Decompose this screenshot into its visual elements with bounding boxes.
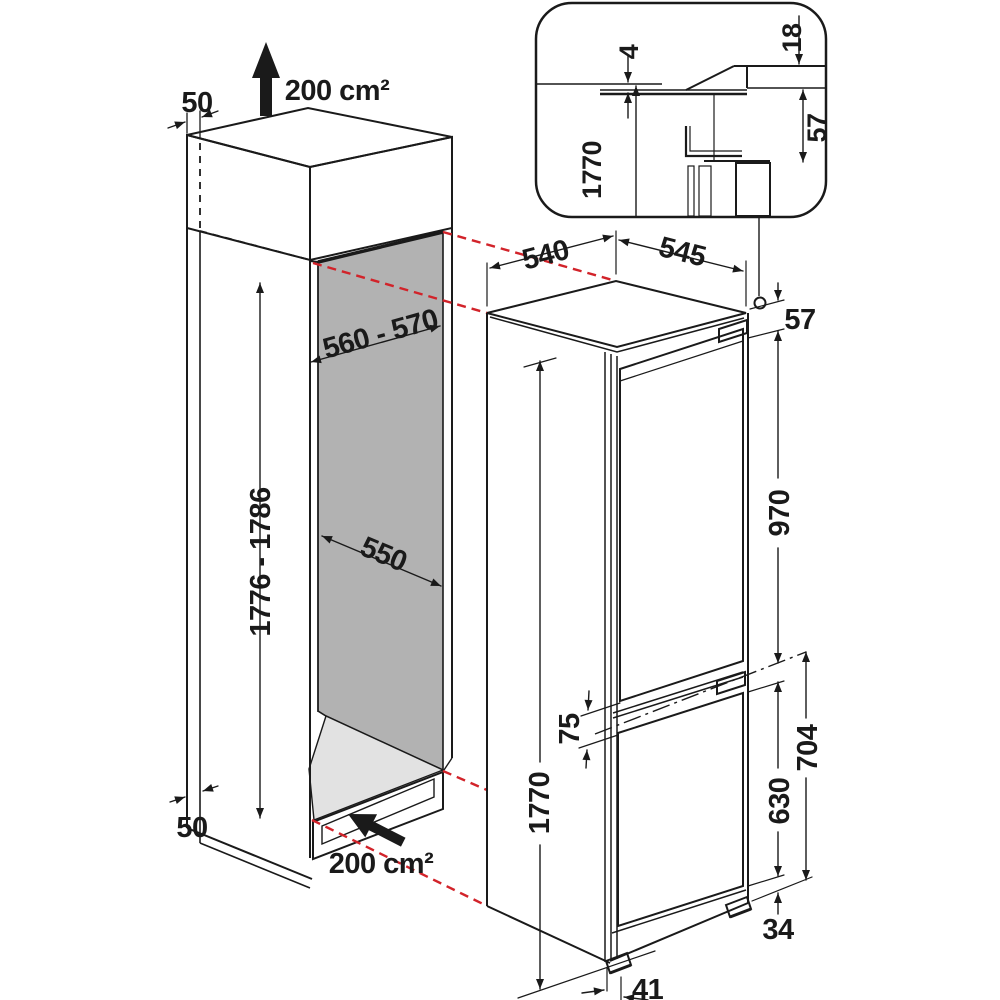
dim-inset-worktop-recess: 57 — [802, 113, 832, 142]
niche-dimensions — [167, 109, 442, 819]
dim-niche-bottom-clearance: 50 — [176, 812, 207, 844]
dim-niche-top-clearance: 50 — [181, 87, 212, 119]
dim-niche-top-vent-area: 200 cm² — [285, 75, 390, 107]
inset-dimensions — [624, 15, 807, 217]
appliance-drawing — [486, 217, 813, 1000]
top-hinge — [718, 318, 748, 344]
dim-niche-bottom-vent-area: 200 cm² — [329, 848, 434, 880]
airflow-up-arrow-icon — [252, 42, 280, 116]
niche-top-box — [186, 106, 453, 262]
middle-hinge — [716, 670, 746, 696]
fridge-door — [619, 327, 744, 703]
dim-appliance-total-depth: 545 — [656, 231, 710, 273]
freezer-door — [617, 691, 744, 928]
dim-appliance-height: 1770 — [524, 772, 556, 835]
dim-niche-height-range: 1776 - 1786 — [245, 487, 277, 637]
appliance-feet — [604, 895, 753, 975]
dim-inset-appliance-height: 1770 — [577, 141, 607, 199]
dim-appliance-top-depth: 540 — [519, 234, 572, 277]
airflow-in-arrow-icon — [348, 814, 406, 847]
niche-left-wall — [186, 135, 313, 889]
dim-appliance-top-recess: 57 — [784, 304, 815, 336]
centre-line — [594, 651, 807, 735]
dim-upper-door-height: 970 — [764, 490, 796, 537]
appliance-top-face — [486, 279, 747, 349]
dim-inset-worktop-overhang: 18 — [777, 23, 807, 53]
niche-plinth-frame — [312, 770, 444, 861]
dim-base-height: 34 — [762, 914, 794, 946]
dim-inset-top-gap: 4 — [614, 44, 644, 59]
appliance-dimensions — [486, 230, 813, 1000]
dim-lower-section-height: 704 — [792, 724, 824, 771]
detail-inset — [534, 1, 828, 219]
projection-lines — [311, 230, 617, 908]
dim-lower-door-height: 630 — [764, 778, 796, 825]
niche-drawing — [167, 42, 453, 889]
niche-top-edge — [317, 230, 444, 264]
dim-door-gap: 75 — [554, 713, 586, 745]
dim-base-front-offset: 41 — [632, 974, 664, 1000]
inset-section-drawing — [537, 65, 825, 217]
